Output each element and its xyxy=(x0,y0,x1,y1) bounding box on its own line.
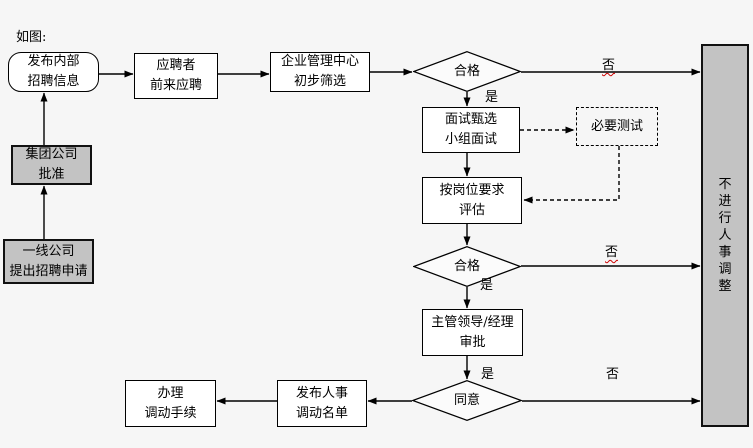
decision-label: 同意 xyxy=(453,392,480,408)
node-label: 办理 调动手续 xyxy=(144,385,197,421)
edge-label-no-3: 否 xyxy=(606,367,620,382)
figure-caption: 如图: xyxy=(16,30,47,45)
diamond-shape xyxy=(412,380,522,421)
node-necessary-test: 必要测试 xyxy=(576,107,658,146)
node-label: 发布人事 调动名单 xyxy=(295,385,348,421)
node-leader-manager-approval: 主管领导/经理 审批 xyxy=(422,309,523,356)
node-no-personnel-adjustment: 不 进 行 人 事 调 整 xyxy=(701,44,749,427)
edge-label-yes-3: 是 xyxy=(481,367,495,382)
node-label: 发布内部 招聘信息 xyxy=(27,54,80,89)
diamond-shape xyxy=(413,51,521,92)
diamond-shape xyxy=(413,246,521,287)
node-label: 必要测试 xyxy=(590,118,643,134)
node-handle-transfer-procedure: 办理 调动手续 xyxy=(125,380,216,427)
node-group-company-approval: 集团公司 批准 xyxy=(11,145,92,185)
node-label: 应聘者 前来应聘 xyxy=(149,58,202,93)
node-interview-selection-panel: 面试甄选 小组面试 xyxy=(422,107,520,153)
edge-label-no-1: 否 xyxy=(602,58,616,73)
decision-agree: 同意 xyxy=(412,380,522,421)
node-management-center-screening: 企业管理中心 初步筛选 xyxy=(270,52,370,92)
decision-qualified-1: 合格 xyxy=(413,51,521,92)
decision-qualified-2: 合格 xyxy=(413,246,521,287)
node-label: 面试甄选 小组面试 xyxy=(444,112,497,147)
edge-label-yes-1: 是 xyxy=(485,90,499,105)
edge-label-no-2: 否 xyxy=(605,245,619,260)
decision-label: 合格 xyxy=(453,63,480,79)
edge-label-yes-2: 是 xyxy=(480,278,494,293)
node-label: 一线公司 提出招聘申请 xyxy=(9,243,88,279)
flow-arrows xyxy=(40,68,701,405)
node-label: 集团公司 批准 xyxy=(25,147,78,182)
node-publish-internal-recruit-info: 发布内部 招聘信息 xyxy=(8,52,99,92)
node-frontline-company-request: 一线公司 提出招聘申请 xyxy=(3,239,94,284)
node-label: 按岗位要求 评估 xyxy=(439,182,505,218)
node-label: 企业管理中心 初步筛选 xyxy=(280,54,359,89)
decision-label: 合格 xyxy=(453,258,480,274)
node-post-requirement-evaluation: 按岗位要求 评估 xyxy=(422,177,522,224)
node-label: 主管领导/经理 审批 xyxy=(431,314,514,350)
node-label: 不 进 行 人 事 调 整 xyxy=(718,177,732,294)
node-applicants-apply: 应聘者 前来应聘 xyxy=(134,53,218,99)
dashed-arrow-test-to-eval xyxy=(523,146,620,204)
node-publish-transfer-list: 发布人事 调动名单 xyxy=(277,380,367,427)
